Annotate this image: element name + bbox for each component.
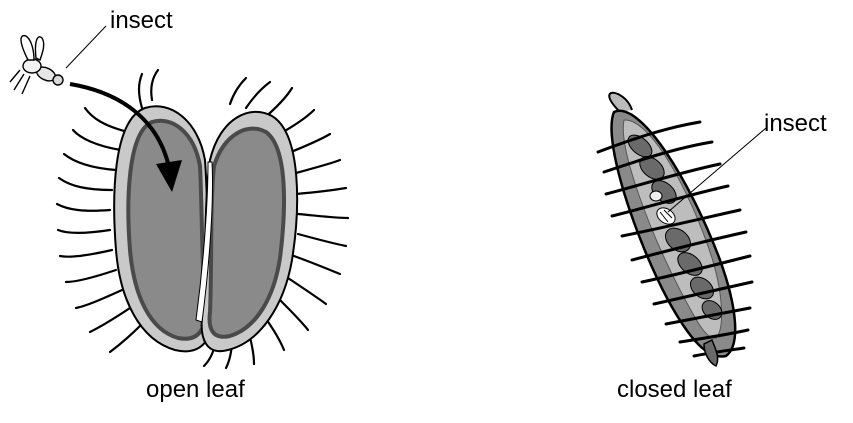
leader-line-insect-left	[66, 26, 106, 68]
open-leaf-drawing	[57, 70, 348, 368]
insect-label-right: insect	[764, 112, 827, 136]
closed-leaf-caption: closed leaf	[617, 378, 732, 402]
closed-leaf-drawing	[598, 93, 752, 366]
insect-label-left: insect	[110, 9, 173, 33]
flying-insect-icon	[10, 36, 63, 94]
open-leaf-caption: open leaf	[146, 378, 245, 402]
leader-line-insect-right	[668, 128, 766, 212]
